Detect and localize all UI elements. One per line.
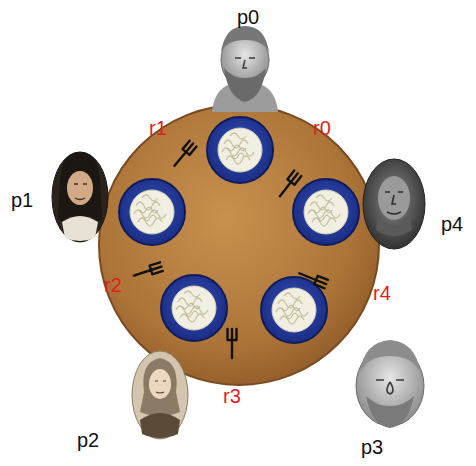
portrait-features: [385, 192, 403, 214]
fork-icon: [132, 262, 162, 280]
bust-hair: [221, 26, 269, 52]
resource-label: r0: [313, 118, 331, 138]
portrait-features: [155, 381, 166, 393]
portrait-collar: [62, 216, 98, 241]
statue-beard: [366, 396, 414, 428]
bust-face: [235, 58, 255, 68]
resource-label: r3: [223, 386, 241, 406]
portrait-coat: [140, 413, 180, 438]
philosopher-label: p2: [77, 430, 99, 450]
portrait-face: [67, 171, 93, 205]
spaghetti-plate: [161, 275, 227, 341]
fork-icon: [171, 141, 197, 169]
portrait-wig: [140, 358, 180, 416]
philosopher-label: p1: [11, 190, 33, 210]
portrait-frame: [132, 351, 188, 439]
resource-label: r1: [149, 118, 167, 138]
philosopher-portrait: [356, 340, 424, 428]
philosopher-portrait: [363, 159, 425, 249]
fork-icon: [298, 269, 328, 288]
portrait-hair: [58, 152, 102, 225]
portrait-features: [74, 184, 87, 200]
statue-face: [376, 380, 404, 394]
portrait-face: [378, 176, 410, 220]
spaghetti-plate: [119, 179, 185, 245]
philosopher-portrait: [212, 26, 278, 112]
philosopher-label: p0: [237, 7, 259, 27]
bust-beard: [224, 68, 266, 102]
portrait-face: [149, 369, 171, 399]
portrait-frame: [52, 152, 108, 242]
statue-hair: [360, 340, 420, 372]
portrait-beard: [376, 216, 412, 236]
spaghetti-plate: [207, 117, 273, 183]
philosopher-label: p4: [441, 214, 463, 234]
portrait-frame: [363, 159, 425, 249]
philosopher-label: p3: [361, 437, 383, 457]
fork-icon: [276, 171, 301, 199]
spaghetti-plate: [293, 179, 359, 245]
philosopher-portrait: [52, 152, 108, 242]
resource-label: r2: [104, 275, 122, 295]
philosopher-portrait: [132, 351, 188, 439]
table-top: [99, 105, 379, 385]
spaghetti-plate: [261, 277, 327, 343]
resource-label: r4: [373, 283, 391, 303]
fork-icon: [228, 329, 237, 358]
